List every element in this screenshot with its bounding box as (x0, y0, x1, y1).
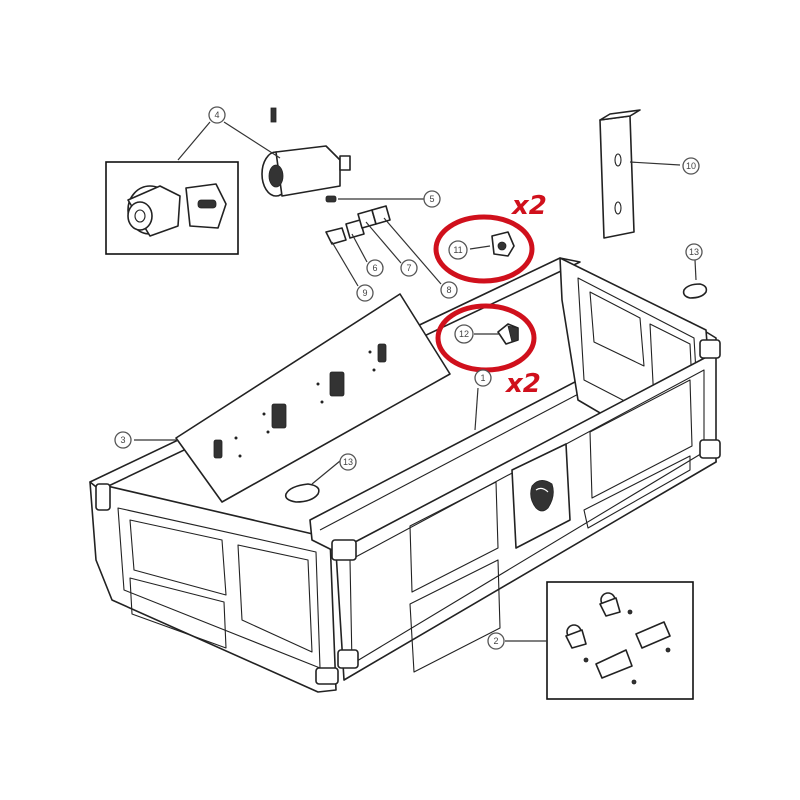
svg-text:7: 7 (406, 263, 411, 273)
callout-4: 4 (208, 106, 226, 124)
callout-11: 11 (448, 240, 468, 260)
callout-12: 12 (454, 324, 474, 344)
callout-5: 5 (423, 190, 441, 208)
svg-text:11: 11 (453, 245, 462, 255)
slot-icon (329, 371, 345, 397)
callout-1: 1 (474, 369, 492, 387)
lock-cylinder-icon (105, 107, 351, 255)
svg-text:12: 12 (459, 329, 469, 339)
callout-3: 3 (114, 431, 132, 449)
svg-text:3: 3 (120, 435, 125, 445)
svg-text:1: 1 (480, 373, 485, 383)
callout-2: 2 (487, 632, 505, 650)
slot-icon (213, 439, 223, 459)
svg-text:4: 4 (214, 110, 219, 120)
svg-text:13: 13 (689, 247, 699, 257)
fastener-11-icon (491, 231, 515, 257)
svg-text:8: 8 (446, 285, 451, 295)
highlight-ring-12 (435, 303, 537, 373)
bracket-rail-icon (599, 109, 641, 239)
leader-lines (134, 121, 697, 642)
callout-9: 9 (356, 284, 374, 302)
callout-7: 7 (400, 259, 418, 277)
latch-handle-icon (565, 592, 671, 685)
highlight-ring-11 (433, 214, 535, 284)
svg-text:13: 13 (343, 457, 353, 467)
fastener-12-icon (497, 323, 519, 345)
bumper-pad-icon (284, 283, 708, 503)
slot-icon (271, 403, 287, 429)
ram-logo-icon (530, 480, 554, 512)
pin-icon (325, 195, 337, 203)
svg-text:10: 10 (686, 161, 696, 171)
svg-text:6: 6 (372, 263, 377, 273)
callout-6: 6 (366, 259, 384, 277)
callout-13-bottom: 13 (339, 453, 357, 471)
callout-13-top: 13 (685, 243, 703, 261)
latch-hardware-box (546, 581, 694, 700)
spacer-plate-panel (175, 293, 451, 503)
callout-8: 8 (440, 281, 458, 299)
quantity-label-11: x2 (510, 191, 547, 221)
svg-text:2: 2 (493, 636, 498, 646)
svg-text:9: 9 (362, 288, 367, 298)
quantity-label-12: x2 (504, 369, 541, 399)
svg-text:5: 5 (429, 194, 434, 204)
callout-10: 10 (682, 157, 700, 175)
slot-icon (377, 343, 387, 363)
